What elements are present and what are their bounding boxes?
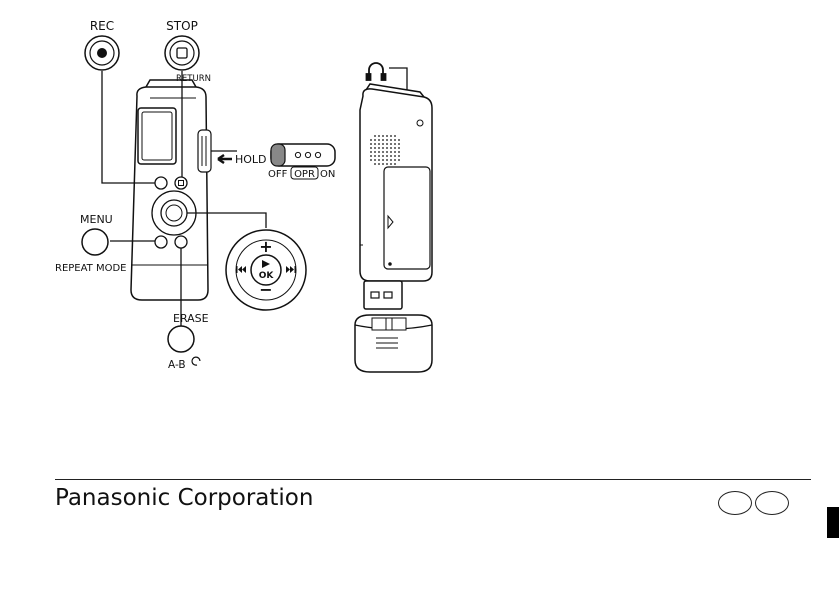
hold-switch-callout: HOLD [211, 150, 267, 166]
usb-connector [363, 280, 403, 310]
skip-forward-icon [286, 266, 296, 273]
opr-label: OPR [294, 169, 315, 180]
volume-minus-label: − [259, 280, 272, 299]
ok-label: OK [259, 271, 275, 281]
menu-label: MENU [80, 213, 113, 226]
rec-label: REC [90, 19, 114, 33]
rec-button[interactable] [84, 35, 120, 71]
speaker-grille [370, 135, 400, 165]
rec-dot-icon [97, 48, 107, 58]
menu-button[interactable] [81, 228, 109, 256]
rec-button-small[interactable] [154, 176, 168, 190]
usb-cap [354, 314, 433, 373]
hold-switch[interactable] [270, 143, 336, 167]
repeat-mode-label: REPEAT MODE [55, 263, 126, 274]
on-label: ON [320, 169, 335, 180]
erase-label: ERASE [173, 312, 209, 325]
erase-button[interactable] [167, 325, 195, 353]
arrow-left-icon [217, 153, 232, 165]
recorder-side [359, 83, 433, 282]
footer-divider [55, 479, 811, 480]
navigation-dial[interactable] [225, 229, 307, 311]
off-label: OFF [268, 169, 288, 180]
page-edge-tab [827, 507, 839, 538]
erase-button-small[interactable] [174, 235, 188, 249]
recorder-front [130, 79, 212, 301]
skip-back-icon [236, 266, 246, 273]
repeat-loop-icon [191, 356, 201, 366]
company-name: Panasonic Corporation [55, 485, 314, 511]
region-oval-1 [718, 491, 752, 515]
return-label: RETURN [176, 74, 211, 84]
hold-label: HOLD [235, 153, 267, 166]
device-diagram: REC STOP RETURN HOLD OFF OPR ON MENU REP… [55, 19, 433, 373]
stop-label: STOP [166, 19, 198, 33]
region-oval-2 [755, 491, 789, 515]
headphone-icon [365, 62, 387, 81]
stop-button-small[interactable] [174, 176, 188, 190]
region-badges [718, 491, 789, 515]
stop-button[interactable] [164, 35, 200, 71]
play-icon [262, 260, 270, 268]
ab-label: A-B [168, 359, 186, 371]
menu-button-small[interactable] [154, 235, 168, 249]
opr-label-box [290, 166, 319, 180]
volume-plus-label: + [259, 237, 272, 256]
stop-square-icon [176, 47, 188, 59]
